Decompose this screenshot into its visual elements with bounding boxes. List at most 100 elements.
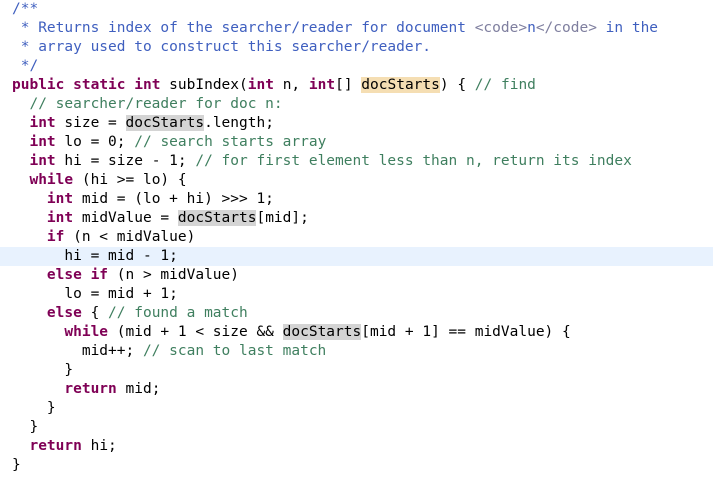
code-token: hi;	[81, 438, 117, 454]
javadoc-text: in the	[596, 20, 659, 36]
javadoc-text: */	[12, 58, 39, 74]
code-line[interactable]: hi = mid - 1;	[12, 247, 178, 266]
code-token	[12, 172, 29, 188]
code-token	[126, 77, 135, 93]
code-token: }	[12, 400, 56, 416]
code-keyword: int	[29, 115, 56, 131]
code-keyword: int	[247, 77, 274, 93]
code-keyword: while	[29, 172, 74, 188]
occurrence-declaration: docStarts	[361, 77, 440, 93]
occurrence-highlight: docStarts	[282, 324, 362, 340]
code-line[interactable]: int midValue = docStarts[mid];	[12, 209, 309, 228]
code-token: [mid + 1] == midValue) {	[361, 324, 571, 340]
code-keyword: return	[29, 438, 82, 454]
code-token	[12, 438, 29, 454]
code-line[interactable]: else { // found a match	[12, 304, 248, 323]
code-token: }	[12, 362, 74, 378]
javadoc-text: * Returns index of the searcher/reader f…	[12, 20, 475, 36]
code-token: }	[12, 419, 39, 435]
code-token: lo = mid + 1;	[12, 286, 178, 302]
code-keyword: while	[64, 324, 109, 340]
code-keyword: static	[73, 77, 126, 93]
code-line[interactable]: while (hi >= lo) {	[12, 171, 187, 190]
code-token: (n < midValue)	[64, 229, 196, 245]
code-token	[64, 77, 73, 93]
code-keyword: if	[90, 267, 109, 283]
code-token: (mid + 1 < size &&	[108, 324, 283, 340]
code-token: (hi >= lo) {	[73, 172, 187, 188]
javadoc-text: /**	[12, 1, 39, 17]
code-token: .length;	[204, 115, 274, 131]
occurrence-highlight: docStarts	[177, 210, 257, 226]
code-line[interactable]: }	[12, 361, 73, 380]
code-line[interactable]: return hi;	[12, 437, 117, 456]
code-line[interactable]: else if (n > midValue)	[12, 266, 239, 285]
code-token: hi = mid - 1;	[12, 248, 178, 264]
code-line[interactable]: mid++; // scan to last match	[12, 342, 326, 361]
code-line[interactable]: if (n < midValue)	[12, 228, 195, 247]
code-line[interactable]: while (mid + 1 < size && docStarts[mid +…	[12, 323, 571, 342]
code-line[interactable]: }	[12, 399, 56, 418]
code-comment: // for first element less than n, return…	[195, 153, 632, 169]
code-token	[12, 134, 29, 150]
code-token	[12, 191, 47, 207]
javadoc-text: * array used to construct this searcher/…	[12, 39, 432, 55]
code-token: midValue =	[73, 210, 178, 226]
current-line-highlight	[0, 247, 713, 266]
code-token: mid++;	[12, 343, 143, 359]
code-keyword: int	[29, 153, 56, 169]
code-line[interactable]: public static int subIndex(int n, int[] …	[12, 76, 536, 95]
code-comment: // find	[474, 77, 536, 93]
code-line[interactable]: int size = docStarts.length;	[12, 114, 274, 133]
code-line[interactable]: * Returns index of the searcher/reader f…	[12, 19, 658, 38]
code-comment: // scan to last match	[142, 343, 327, 359]
code-token	[12, 381, 64, 397]
code-line[interactable]: // searcher/reader for doc n:	[12, 95, 283, 114]
code-token	[12, 229, 47, 245]
code-keyword: else	[46, 267, 82, 283]
code-token	[12, 115, 29, 131]
code-keyword: int	[46, 210, 74, 226]
javadoc-tag: </code>	[535, 20, 597, 36]
code-keyword: if	[46, 229, 65, 245]
code-keyword: int	[29, 134, 56, 150]
code-token: hi = size - 1;	[55, 153, 196, 169]
code-line[interactable]: lo = mid + 1;	[12, 285, 178, 304]
code-token: mid = (lo + hi) >>> 1;	[73, 191, 274, 207]
code-token: }	[12, 457, 21, 473]
code-line[interactable]: */	[12, 57, 38, 76]
code-line[interactable]: return mid;	[12, 380, 160, 399]
code-token: mid;	[116, 381, 161, 397]
code-token	[12, 210, 47, 226]
code-token	[82, 267, 91, 283]
code-line[interactable]: }	[12, 418, 38, 437]
code-line[interactable]: /**	[12, 0, 38, 19]
code-keyword: return	[64, 381, 117, 397]
code-token	[12, 153, 29, 169]
code-comment: // found a match	[108, 305, 248, 321]
code-token: size =	[55, 115, 126, 131]
code-keyword: public	[12, 77, 65, 93]
code-line[interactable]: }	[12, 456, 21, 475]
code-token	[12, 305, 47, 321]
code-token	[12, 96, 29, 112]
code-comment: // searcher/reader for doc n:	[29, 96, 283, 112]
code-token: subIndex(	[160, 77, 248, 93]
code-comment: // search starts array	[134, 134, 327, 150]
code-token: []	[335, 77, 362, 93]
code-keyword: int	[134, 77, 161, 93]
code-line[interactable]: int mid = (lo + hi) >>> 1;	[12, 190, 274, 209]
javadoc-text: n	[527, 20, 536, 36]
code-token	[12, 267, 47, 283]
javadoc-tag: <code>	[474, 20, 528, 36]
code-token: (n > midValue)	[108, 267, 239, 283]
code-line[interactable]: int hi = size - 1; // for first element …	[12, 152, 632, 171]
code-line[interactable]: * array used to construct this searcher/…	[12, 38, 431, 57]
code-token: {	[81, 305, 109, 321]
code-keyword: int	[308, 77, 336, 93]
occurrence-highlight: docStarts	[125, 115, 205, 131]
code-keyword: int	[46, 191, 74, 207]
code-line[interactable]: int lo = 0; // search starts array	[12, 133, 326, 152]
code-token: [mid];	[256, 210, 309, 226]
